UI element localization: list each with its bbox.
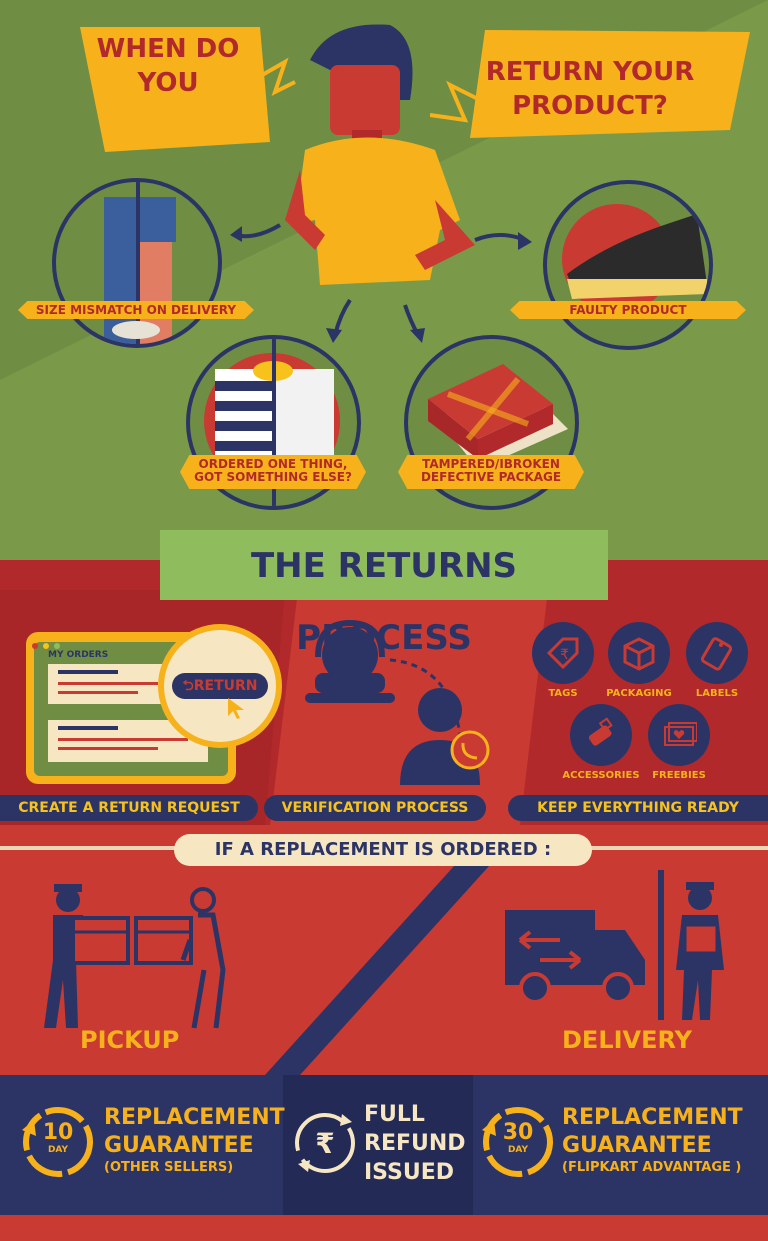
guarantee-other-title: REPLACEMENT GUARANTEE [104, 1104, 285, 1160]
refund-panel [283, 1075, 473, 1215]
freebies-icon [648, 704, 710, 766]
return-button[interactable]: ⮌RETURN [172, 673, 268, 699]
pickup-illustration [44, 884, 226, 1029]
delivery-illustration [505, 870, 724, 1020]
replacement-diagonal [265, 865, 490, 1075]
tags-label: TAGS [548, 688, 578, 699]
refund-line2: REFUND [364, 1131, 466, 1156]
refund-title: FULL REFUND ISSUED [364, 1100, 466, 1187]
trousers-icon [104, 182, 176, 344]
ten-day-icon [22, 1107, 93, 1177]
title-right: RETURN YOUR PRODUCT? [470, 55, 710, 123]
accessories-label: ACCESSORIES [562, 770, 640, 781]
title-right-shape [430, 30, 750, 138]
thirty-day-unit: DAY [507, 1145, 529, 1155]
return-arrow-icon: ⮌ [182, 678, 194, 694]
guarantee-flipkart-line2: GUARANTEE [562, 1133, 712, 1158]
title-left-shape [80, 27, 296, 152]
arrows [230, 223, 532, 343]
order-card-1 [48, 664, 168, 704]
title-left-line2: YOU [137, 68, 199, 98]
my-orders-label: MY ORDERS [48, 650, 109, 660]
pickup-label: PICKUP [80, 1026, 180, 1054]
shoe-icon [562, 204, 707, 314]
title-right-line2: PRODUCT? [512, 91, 668, 121]
refund-icon: ₹ [295, 1113, 355, 1173]
person-illustration [285, 24, 475, 285]
packaging-icon [608, 622, 670, 684]
freebies-label: FREEBIES [652, 770, 706, 781]
svg-text:₹: ₹ [315, 1127, 334, 1160]
guarantee-other-line1: REPLACEMENT [104, 1105, 285, 1130]
ten-day-number: 10 [42, 1120, 74, 1145]
replacement-heading: IF A REPLACEMENT IS ORDERED : [174, 834, 592, 866]
title-left: WHEN DO YOU [88, 32, 248, 100]
step-keep-ready: KEEP EVERYTHING READY [508, 795, 768, 821]
reason-label-wrong: ORDERED ONE THING, GOT SOMETHING ELSE? [180, 455, 366, 489]
accessories-icon [570, 704, 632, 766]
guarantee-flipkart-line1: REPLACEMENT [562, 1105, 743, 1130]
guarantee-flipkart-title: REPLACEMENT GUARANTEE [562, 1104, 743, 1160]
return-button-label: RETURN [193, 678, 258, 694]
guarantee-flipkart-sub: (FLIPKART ADVANTAGE ) [562, 1160, 742, 1175]
thirty-day-number: 30 [502, 1120, 534, 1145]
package-icon [428, 364, 568, 469]
step-create-request: CREATE A RETURN REQUEST [0, 795, 258, 821]
packaging-label: PACKAGING [606, 688, 672, 699]
title-left-line1: WHEN DO [96, 34, 240, 64]
svg-text:₹: ₹ [560, 647, 569, 663]
process-title: THE RETURNS PROCESS [160, 530, 608, 658]
refund-line3: ISSUED [364, 1160, 455, 1185]
window-dots [32, 634, 61, 653]
thirty-day-icon [482, 1107, 553, 1177]
verification-illustration [305, 619, 490, 785]
tags-icon: ₹ [532, 622, 594, 684]
guarantee-other-line2: GUARANTEE [104, 1133, 254, 1158]
guarantee-other-sub: (OTHER SELLERS) [104, 1160, 234, 1175]
reason-label-size: SIZE MISMATCH ON DELIVERY [18, 301, 254, 319]
title-right-line1: RETURN YOUR [485, 57, 695, 87]
ten-day-unit: DAY [47, 1145, 69, 1155]
refund-line1: FULL [364, 1102, 425, 1127]
labels-label: LABELS [695, 688, 739, 699]
delivery-label: DELIVERY [562, 1026, 693, 1054]
labels-icon [686, 622, 748, 684]
bottom-strip [0, 1215, 768, 1241]
reason-size-mismatch [52, 178, 222, 348]
step-verification: VERIFICATION PROCESS [264, 795, 486, 821]
cursor-icon [228, 698, 244, 719]
reason-label-package: TAMPERED/IBROKEN DEFECTIVE PACKAGE [398, 455, 584, 489]
reason-label-faulty: FAULTY PRODUCT [510, 301, 746, 319]
reason-faulty [543, 180, 713, 350]
